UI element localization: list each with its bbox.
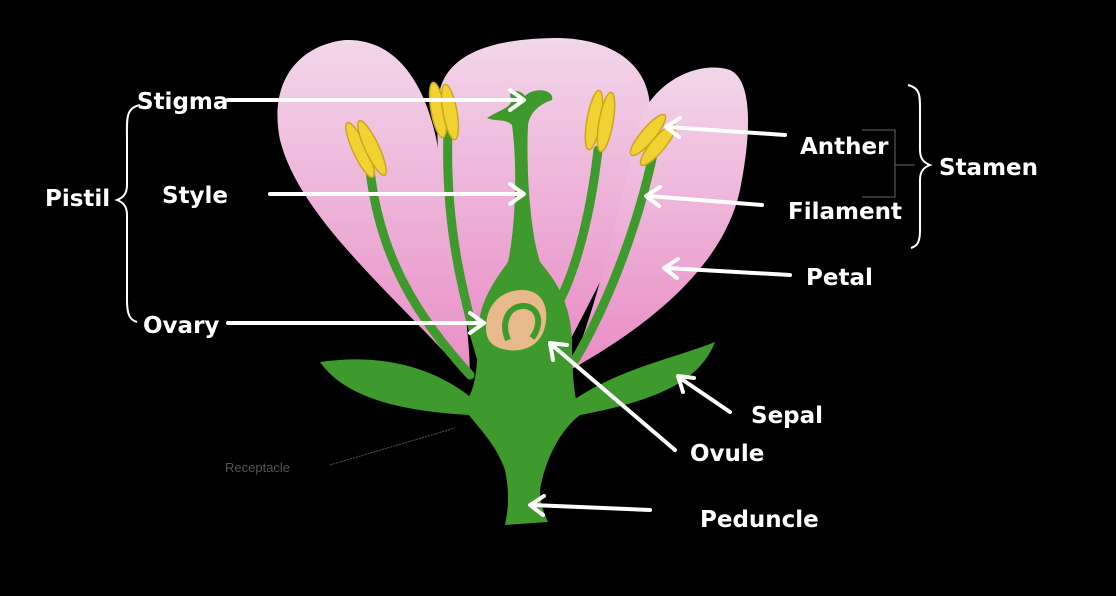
- stamen-brace: [907, 84, 933, 249]
- arrow-filament: [644, 185, 764, 208]
- arrow-stigma: [226, 88, 526, 112]
- label-stamen: Stamen: [939, 155, 1038, 181]
- label-stigma: Stigma: [137, 89, 228, 115]
- arrow-petal: [662, 257, 792, 280]
- arrow-peduncle: [528, 494, 652, 517]
- sepal-left: [320, 359, 480, 415]
- label-petal: Petal: [806, 265, 873, 291]
- sepal-right: [560, 342, 715, 415]
- label-filament: Filament: [788, 199, 902, 225]
- arrow-ovary: [226, 311, 486, 335]
- label-anther: Anther: [800, 134, 889, 160]
- petal-right: [570, 67, 749, 370]
- label-style: Style: [162, 183, 228, 209]
- arrow-style: [268, 182, 526, 206]
- pistil-brace: [114, 104, 141, 323]
- arrow-ovule: [548, 341, 677, 452]
- arrow-sepal: [676, 374, 732, 414]
- label-pistil: Pistil: [45, 186, 110, 212]
- label-ovule: Ovule: [690, 441, 764, 467]
- label-peduncle: Peduncle: [700, 507, 819, 533]
- arrow-anther: [664, 116, 787, 139]
- label-ovary: Ovary: [143, 313, 219, 339]
- label-sepal: Sepal: [751, 403, 823, 429]
- label-receptacle: Receptacle: [225, 460, 290, 475]
